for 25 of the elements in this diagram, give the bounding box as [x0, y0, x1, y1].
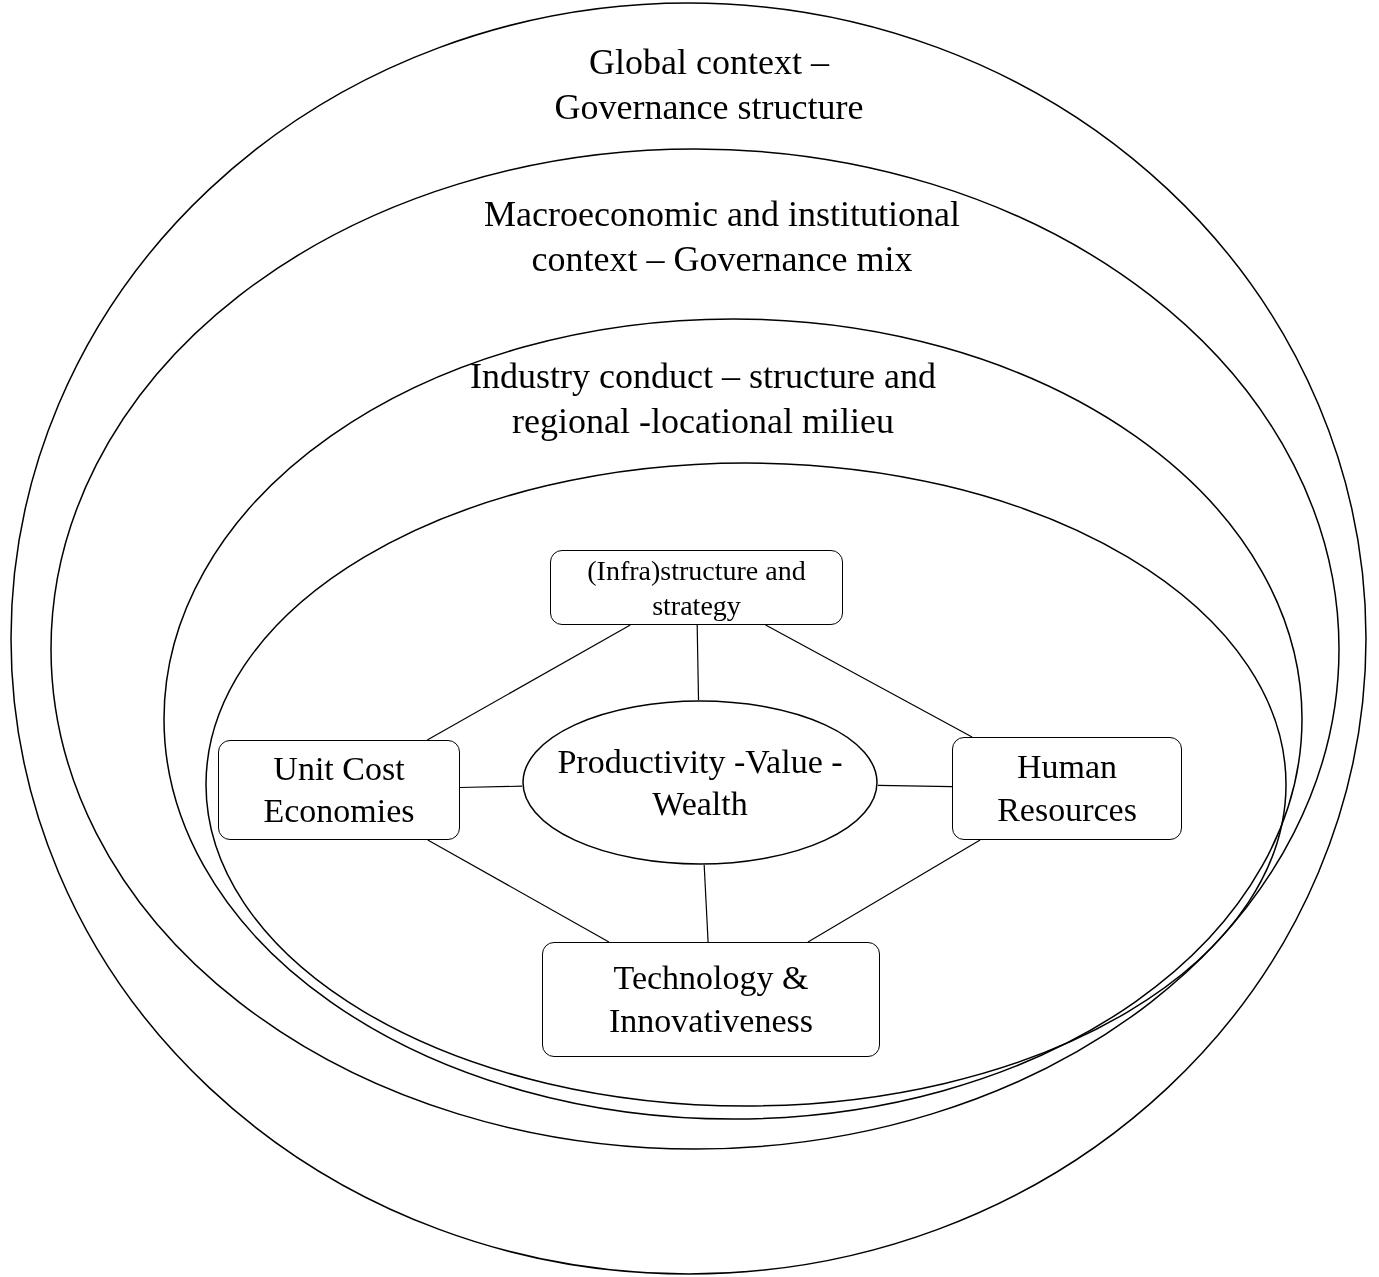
- rounded-box: [550, 550, 843, 625]
- rounded-box: [542, 942, 880, 1057]
- connector-line: [765, 624, 973, 738]
- context-ellipse: [163, 318, 1303, 1120]
- node-label: Productivity -Value - Wealth: [556, 741, 844, 824]
- node-label: Macroeconomic and institutional context – Governance mix: [483, 193, 961, 281]
- context-ellipse: [50, 148, 1340, 1150]
- node-label: (Infra)structure and strategy: [586, 553, 807, 623]
- node-label: Technology & Innovativeness: [608, 958, 814, 1041]
- node-label: Industry conduct – structure and regional -locational milieu: [469, 355, 937, 443]
- connector-line: [877, 784, 953, 788]
- context-ellipse: [10, 2, 1367, 1275]
- connector-line: [703, 864, 709, 943]
- center-ellipse: [522, 700, 878, 865]
- node-label: Global context – Governance structure: [553, 41, 865, 129]
- connector-line: [696, 624, 700, 701]
- node-label: Human Resources: [996, 747, 1138, 830]
- connector-line: [807, 839, 981, 943]
- node-label: Unit Cost Economies: [262, 748, 416, 831]
- connector-line: [427, 839, 610, 943]
- connector-line: [426, 624, 631, 741]
- inner-ellipse: [205, 462, 1287, 1107]
- connector-line: [459, 785, 523, 789]
- rounded-box: [952, 737, 1182, 840]
- rounded-box: [218, 740, 460, 840]
